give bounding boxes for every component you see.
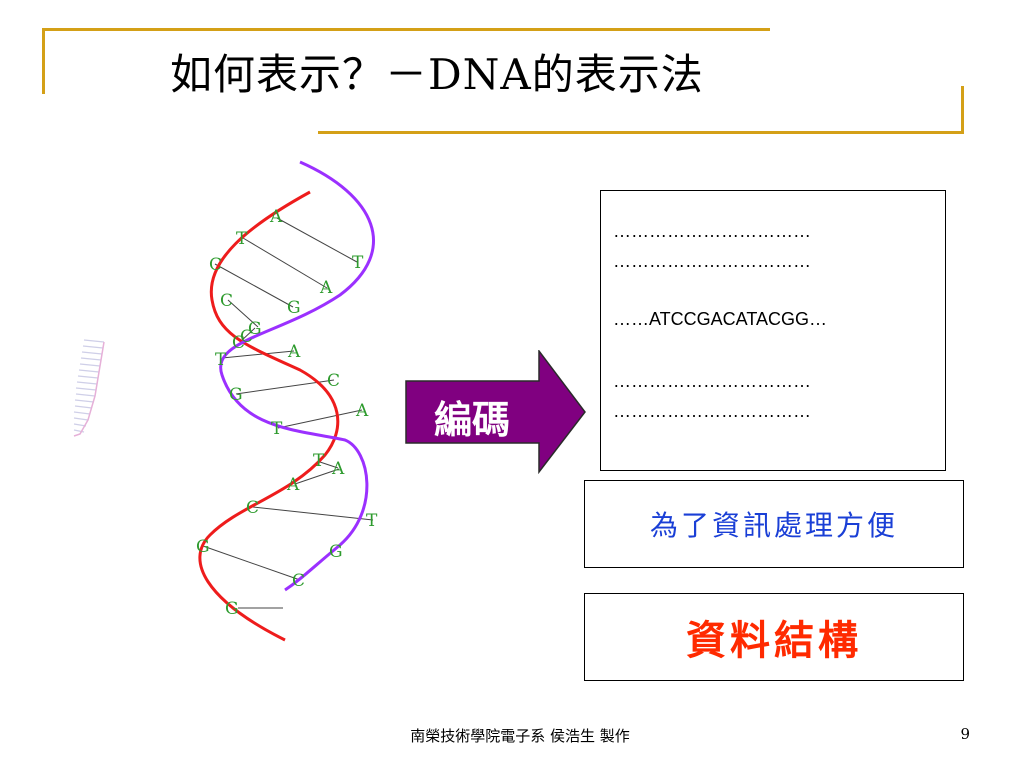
- base-label: A: [331, 459, 345, 479]
- base-label: G: [196, 537, 210, 557]
- conclusion-box: 資料結構: [584, 593, 964, 681]
- faint-strand-edge: [73, 341, 105, 437]
- page-number: 9: [960, 725, 970, 743]
- base-label: G: [329, 542, 343, 562]
- base-label: T: [366, 511, 378, 531]
- base-label: C: [246, 498, 259, 518]
- base-label: A: [286, 475, 300, 495]
- base-label: A: [287, 342, 301, 362]
- base-label: G: [229, 385, 243, 405]
- title-bar-left: [42, 28, 45, 94]
- dna-base-labels: A T T C A C G C G C A T C G A T T A A C …: [196, 207, 378, 619]
- base-label: G: [287, 298, 301, 318]
- base-label: C: [292, 571, 305, 591]
- base-label: T: [215, 350, 227, 370]
- faint-strand-decoration: [73, 339, 105, 433]
- dna-strand-purple: [219, 160, 375, 592]
- sequence-line: ……ATCCGACATACGG…: [613, 309, 828, 329]
- reason-text: 為了資訊處理方便: [649, 509, 898, 542]
- sequence-line: ……………………………: [613, 371, 811, 391]
- reason-box: 為了資訊處理方便: [584, 480, 964, 568]
- base-label: A: [319, 278, 333, 298]
- base-label: T: [313, 451, 325, 471]
- title-bar-top: [42, 28, 770, 31]
- sequence-line: ……………………………: [613, 221, 811, 241]
- conclusion-text: 資料結構: [686, 617, 862, 664]
- slide-title: 如何表示？－DNA的表示法: [170, 50, 704, 99]
- sequence-line: ……………………………: [613, 251, 811, 271]
- base-label: T: [271, 419, 283, 439]
- dna-strand-red: [198, 190, 340, 642]
- base-label: C: [240, 327, 253, 347]
- base-pair-rungs: [202, 217, 374, 609]
- dna-helix-illustration: A T T C A C G C G C A T C G A T T A A C …: [73, 160, 378, 642]
- base-label: C: [209, 255, 222, 275]
- sequence-line: ……………………………: [613, 401, 811, 421]
- base-label: T: [236, 229, 248, 249]
- title-bar-bottom: [318, 131, 964, 134]
- base-label: C: [232, 333, 245, 353]
- base-label: T: [352, 253, 364, 273]
- sequence-box: …………………………… …………………………… ……ATCCGACATACGG……: [600, 190, 946, 471]
- encode-arrow: [405, 350, 586, 474]
- base-label: G: [225, 599, 239, 619]
- base-label: A: [269, 207, 283, 227]
- title-bar-right: [961, 86, 964, 134]
- base-label: C: [327, 371, 340, 391]
- base-label: A: [355, 401, 369, 421]
- encode-arrow-label: 編碼: [433, 396, 510, 442]
- base-label: G: [248, 319, 262, 339]
- slide-footer: 南榮技術學院電子系 侯浩生 製作: [410, 727, 630, 745]
- base-label: C: [220, 291, 233, 311]
